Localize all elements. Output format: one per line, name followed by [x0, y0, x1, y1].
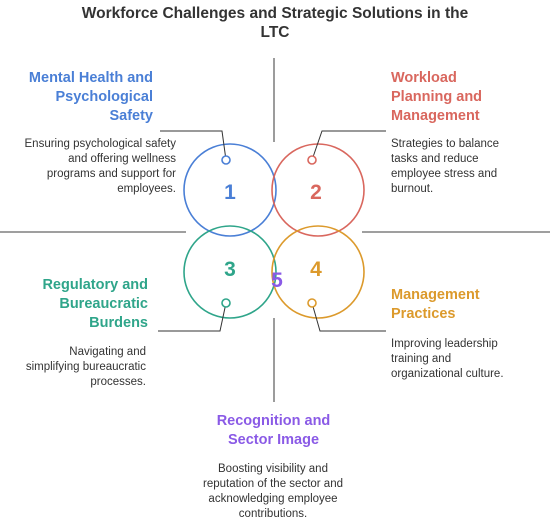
- number-4: 4: [310, 258, 322, 281]
- leader-2: [311, 130, 386, 161]
- number-5: 5: [271, 269, 283, 292]
- item-1-description: Ensuring psychological safety and offeri…: [24, 138, 177, 195]
- leader-3: [158, 302, 227, 332]
- dot-2: [307, 155, 317, 165]
- item-3-title: Regulatory and Bureaucratic Burdens: [42, 277, 148, 331]
- item-3-description: Navigating and simplifying bureaucratic …: [25, 346, 146, 388]
- page-title: Workforce Challenges and Strategic Solut…: [81, 5, 469, 41]
- number-2: 2: [310, 181, 322, 204]
- item-1-title: Mental Health and Psychological Safety: [28, 70, 153, 124]
- dot-1: [221, 155, 231, 165]
- item-2-description: Strategies to balance tasks and reduce e…: [391, 138, 500, 195]
- leader-1: [160, 130, 227, 161]
- dot-4: [307, 298, 317, 308]
- leader-4: [311, 302, 386, 332]
- number-1: 1: [224, 181, 236, 204]
- circle-1: [183, 143, 277, 237]
- circle-3: [183, 225, 277, 319]
- item-5-description: Boosting visibility and reputation of th…: [202, 463, 343, 520]
- item-2-title: Workload Planning and Management: [391, 70, 483, 124]
- dot-3: [221, 298, 231, 308]
- item-4-title: Management Practices: [391, 287, 480, 322]
- number-3: 3: [224, 258, 236, 281]
- item-4-description: Improving leadership training and organi…: [391, 338, 504, 380]
- item-5-title: Recognition and Sector Image: [216, 413, 331, 448]
- circle-4: [271, 225, 365, 319]
